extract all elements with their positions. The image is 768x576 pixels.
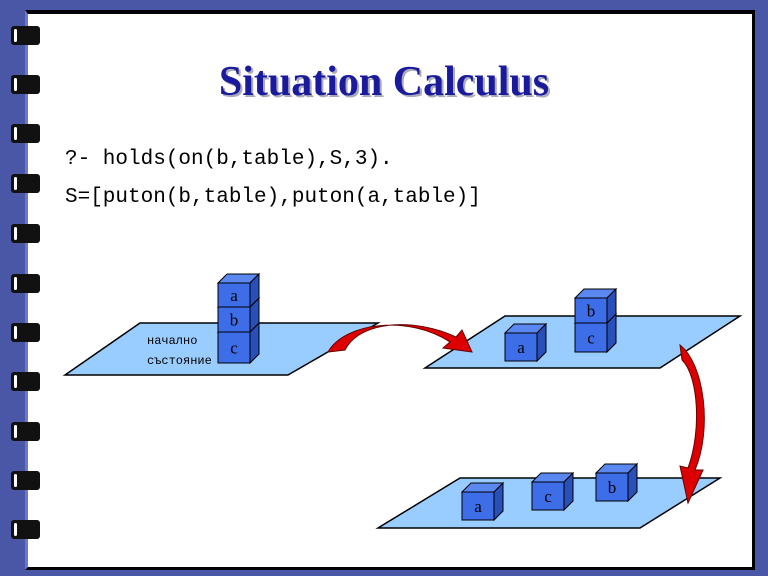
block-cube: a bbox=[503, 322, 548, 363]
transition-arrow-1 bbox=[327, 324, 473, 353]
binder-ring-icon bbox=[11, 274, 40, 293]
binder-ring-icon bbox=[11, 26, 40, 45]
binder-ring-icon bbox=[11, 422, 40, 441]
block-label: b bbox=[230, 311, 239, 330]
block-cube: c bbox=[530, 471, 575, 512]
slide-title: Situation Calculus bbox=[218, 59, 550, 105]
block-cube: b bbox=[573, 287, 618, 325]
block-label: b bbox=[587, 302, 596, 321]
block-label: a bbox=[474, 497, 482, 516]
block-label: a bbox=[230, 286, 238, 305]
binder-ring-icon bbox=[11, 520, 40, 539]
block-label: c bbox=[230, 339, 238, 358]
block-label: b bbox=[608, 478, 617, 497]
block-cube: a bbox=[216, 272, 261, 309]
block-cube: a bbox=[460, 481, 505, 522]
binder-ring-icon bbox=[11, 323, 40, 342]
prolog-query: ?- holds(on(b,table),S,3). bbox=[65, 148, 393, 171]
block-cube: b bbox=[594, 462, 639, 503]
binder-ring-icon bbox=[11, 372, 40, 391]
binder-ring-icon bbox=[11, 174, 40, 193]
transition-arrow-2 bbox=[679, 343, 705, 505]
block-label: c bbox=[587, 329, 595, 348]
binder-ring-icon bbox=[11, 471, 40, 490]
block-cube: c bbox=[573, 312, 618, 354]
binder-ring-icon bbox=[11, 75, 40, 94]
block-label: a bbox=[517, 338, 525, 357]
prolog-answer: S=[puton(b,table),puton(a,table)] bbox=[65, 186, 481, 209]
initial-state-label: състояние bbox=[147, 354, 212, 368]
block-label: c bbox=[544, 487, 552, 506]
initial-state-label: начално bbox=[147, 334, 197, 348]
binder-ring-icon bbox=[11, 224, 40, 243]
binder-ring-icon bbox=[11, 124, 40, 143]
